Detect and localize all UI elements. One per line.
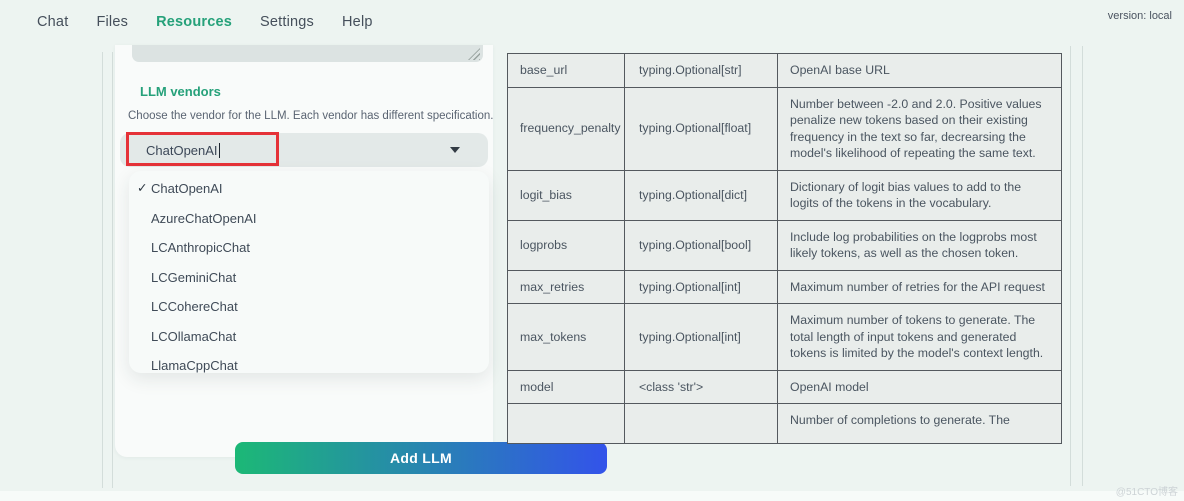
- cell-type: typing.Optional[int]: [624, 303, 778, 371]
- add-llm-button[interactable]: Add LLM: [235, 442, 607, 474]
- vendor-options-menu: ✓ChatOpenAI AzureChatOpenAI LCAnthropicCha…: [129, 171, 489, 373]
- bottom-strip: [0, 491, 1184, 501]
- version-label: version: local: [1107, 10, 1172, 22]
- vendor-option-lcollamachat[interactable]: LCOllamaChat: [129, 322, 489, 352]
- cell-type: <class 'str'>: [624, 369, 778, 404]
- panel-edge-line: [102, 52, 103, 488]
- vendor-option-label: LCCohereChat: [151, 299, 238, 314]
- cell-desc: OpenAI base URL: [777, 53, 1062, 88]
- spec-table-row-partial: Number of completions to generate. The: [507, 403, 1062, 444]
- panel-edge-line: [112, 52, 113, 488]
- cell-desc: Number between -2.0 and 2.0. Positive va…: [777, 86, 1062, 171]
- cell-desc: Maximum number of tokens to generate. Th…: [777, 303, 1062, 371]
- cell-desc: Number of completions to generate. The: [777, 403, 1062, 444]
- vendor-option-azurechatopenai[interactable]: AzureChatOpenAI: [129, 204, 489, 234]
- watermark: @51CTO博客: [1115, 487, 1178, 498]
- cell-param: max_retries: [507, 269, 625, 304]
- chevron-down-icon[interactable]: [450, 147, 460, 153]
- cell-param: [507, 403, 625, 444]
- cell-type: typing.Optional[float]: [624, 86, 778, 171]
- cell-type: typing.Optional[int]: [624, 269, 778, 304]
- cell-type: [624, 403, 778, 444]
- vendor-option-chatopenai[interactable]: ✓ChatOpenAI: [129, 174, 489, 204]
- nav-item-settings[interactable]: Settings: [260, 14, 315, 30]
- nav-item-help[interactable]: Help: [342, 14, 373, 30]
- section-title: LLM vendors: [140, 84, 221, 99]
- nav-item-files[interactable]: Files: [96, 14, 129, 30]
- cell-param: logit_bias: [507, 169, 625, 221]
- cell-desc: Dictionary of logit bias values to add t…: [777, 169, 1062, 221]
- vendor-option-lccoherechat[interactable]: LCCohereChat: [129, 292, 489, 322]
- cell-type: typing.Optional[bool]: [624, 219, 778, 271]
- vendor-option-label: LlamaCppChat: [151, 358, 238, 373]
- spec-textarea[interactable]: [132, 45, 483, 62]
- cell-type: typing.Optional[dict]: [624, 169, 778, 221]
- table-scrollbar-track[interactable]: [1082, 46, 1083, 486]
- cell-param: max_tokens: [507, 303, 625, 371]
- resize-grip-icon[interactable]: [468, 48, 480, 60]
- vendor-option-label: LCOllamaChat: [151, 328, 237, 344]
- cell-param: frequency_penalty: [507, 86, 625, 171]
- vendor-option-label: AzureChatOpenAI: [151, 210, 257, 226]
- cell-param: logprobs: [507, 219, 625, 271]
- text-cursor: [218, 142, 221, 158]
- spec-table-row: model<class 'str'>OpenAI model: [507, 369, 1062, 404]
- cell-desc: OpenAI model: [777, 369, 1062, 404]
- cell-type: typing.Optional[str]: [624, 53, 778, 88]
- table-scrollbar-track[interactable]: [1070, 46, 1071, 486]
- vendor-option-llamacppchat[interactable]: LlamaCppChat: [129, 351, 489, 373]
- nav-items: Chat Files Resources Settings Help: [37, 0, 373, 44]
- vendor-option-label: ChatOpenAI: [151, 181, 223, 196]
- vendor-option-label: LCAnthropicChat: [151, 240, 250, 255]
- cell-desc: Include log probabilities on the logprob…: [777, 219, 1062, 271]
- cell-param: base_url: [507, 53, 625, 88]
- cell-desc: Maximum number of retries for the API re…: [777, 269, 1062, 304]
- nav-item-resources[interactable]: Resources: [156, 14, 233, 30]
- nav-item-chat[interactable]: Chat: [37, 14, 69, 30]
- vendor-option-label: LCGeminiChat: [151, 269, 237, 285]
- vendor-dropdown-value: ChatOpenAI: [146, 142, 218, 158]
- vendor-dropdown[interactable]: ChatOpenAI: [120, 133, 488, 167]
- check-icon: ✓: [137, 181, 148, 195]
- vendor-option-lcgeminichat[interactable]: LCGeminiChat: [129, 263, 489, 293]
- vendor-option-lcanthropicchat[interactable]: LCAnthropicChat: [129, 233, 489, 263]
- cell-param: model: [507, 369, 625, 404]
- top-navbar: Chat Files Resources Settings Help version: …: [0, 0, 1184, 44]
- section-description: Choose the vendor for the LLM. Each vend…: [128, 110, 494, 122]
